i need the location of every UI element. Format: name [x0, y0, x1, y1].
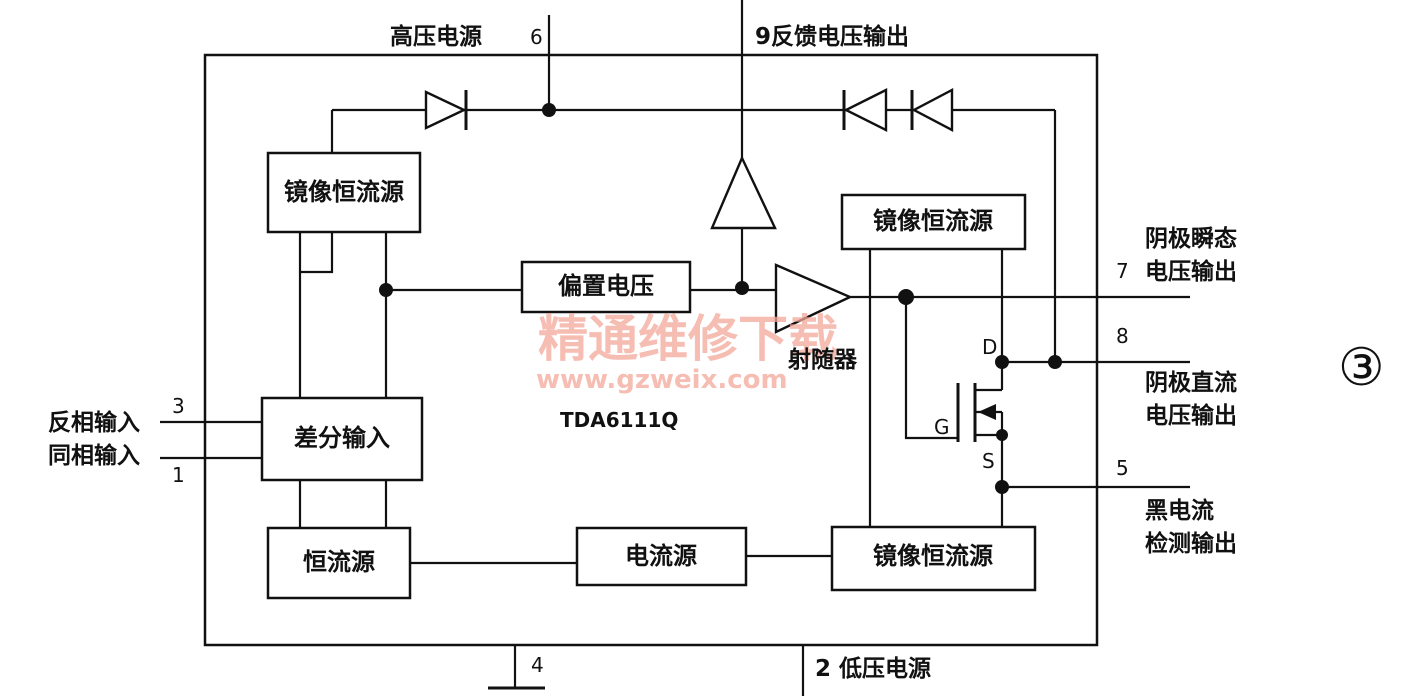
feedback-output-label: 9反馈电压输出 [755, 23, 909, 50]
pin-8-label: 8 [1116, 324, 1129, 348]
diode-icon [910, 88, 954, 132]
emitter-follower-icon [774, 263, 853, 334]
svg-text:镜像恒流源: 镜像恒流源 [284, 178, 404, 206]
cathode-transient-label-line2: 电压输出 [1145, 258, 1237, 285]
current-source-block: 电流源 [575, 526, 748, 587]
noninverting-input-label: 同相输入 [48, 442, 140, 469]
mosfet-arrow-icon [978, 404, 996, 420]
inverting-input-label: 反相输入 [48, 409, 140, 436]
low-voltage-supply-label: 2 低压电源 [815, 656, 931, 682]
svg-text:差分输入: 差分输入 [294, 424, 390, 452]
black-current-label-line2: 检测输出 [1145, 530, 1237, 557]
figure-number-label: ③ [1338, 338, 1385, 398]
pin-1-label: 1 [172, 463, 185, 487]
differential-input-block: 差分输入 [260, 396, 424, 482]
junction-dots [379, 103, 1062, 494]
svg-text:偏置电压: 偏置电压 [558, 272, 654, 300]
bias-voltage-block: 偏置电压 [520, 260, 692, 314]
diode-icon [424, 90, 468, 130]
cathode-dc-label-line1: 阴极直流 [1145, 369, 1237, 396]
cathode-transient-label-line1: 阴极瞬态 [1145, 225, 1237, 252]
pin-6-label: 6 [530, 25, 543, 49]
mirror-current-source-top-left: 镜像恒流源 [266, 151, 422, 234]
svg-text:镜像恒流源: 镜像恒流源 [873, 542, 993, 570]
chip-name-label: TDA6111Q [560, 408, 678, 432]
svg-text:恒流源: 恒流源 [303, 548, 375, 576]
mirror-current-source-bottom: 镜像恒流源 [830, 525, 1037, 592]
constant-current-source-block: 恒流源 [266, 526, 412, 600]
pin-5-label: 5 [1116, 456, 1129, 480]
watermark-text: 精通维修下载 [538, 309, 838, 368]
chip-outline [203, 53, 1099, 647]
cathode-dc-label-line2: 电压输出 [1145, 402, 1237, 429]
svg-text:镜像恒流源: 镜像恒流源 [873, 207, 993, 235]
pin-3-label: 3 [172, 394, 185, 418]
pin-7-label: 7 [1116, 259, 1129, 283]
emitter-follower-label: 射随器 [787, 346, 858, 373]
diode-icon [842, 88, 888, 132]
mosfet-drain-label: D [982, 335, 997, 359]
high-voltage-supply-label: 高压电源 [390, 23, 482, 50]
pin-4-label: 4 [531, 653, 544, 677]
svg-text:电流源: 电流源 [625, 542, 697, 570]
mirror-current-source-top-right: 镜像恒流源 [840, 193, 1027, 251]
mosfet-source-label: S [982, 449, 995, 473]
feedback-buffer-icon [710, 155, 777, 230]
watermark-url: www.gzweix.com [536, 365, 788, 395]
black-current-label-line1: 黑电流 [1145, 497, 1214, 524]
mosfet-gate-label: G [934, 415, 950, 439]
